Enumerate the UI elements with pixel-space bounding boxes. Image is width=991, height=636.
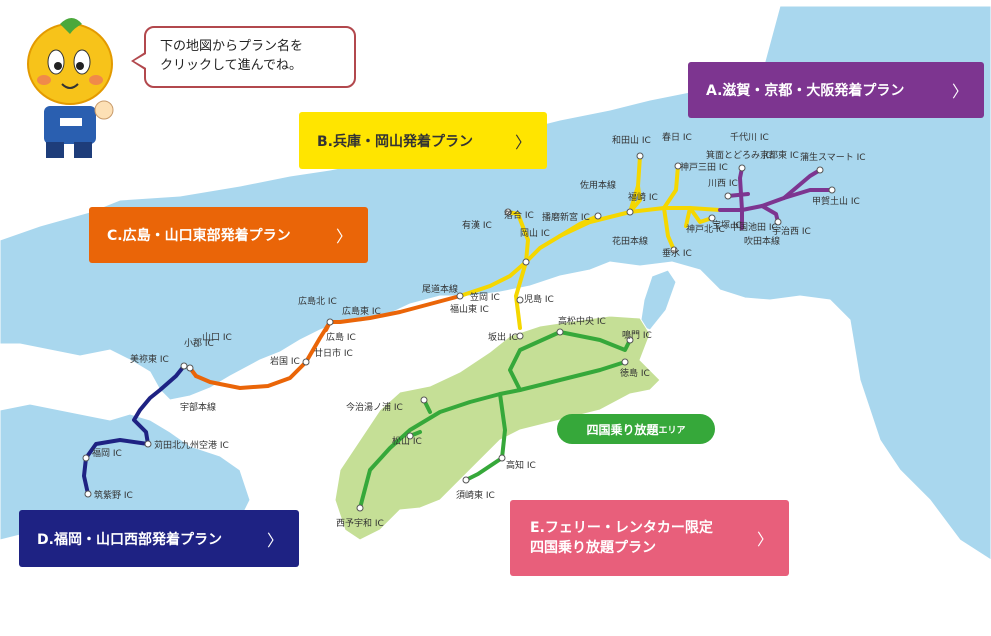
label-suita-honsen: 吹田本線 xyxy=(744,235,780,247)
speech-bubble-line2: クリックして進んでね。 xyxy=(160,58,302,73)
label-wadayama: 和田山 IC xyxy=(612,135,651,146)
label-hanada: 花田本線 xyxy=(612,235,648,247)
chevron-right-icon: 〉 xyxy=(514,132,531,152)
label-tokushima: 徳島 IC xyxy=(620,367,650,379)
label-mino: 箕面とどろみ IC xyxy=(706,149,772,161)
speech-bubble-tail-inner xyxy=(134,54,146,68)
label-hiroshimahigashi: 広島東 IC xyxy=(342,305,381,317)
label-uwajima: 西予宇和 IC xyxy=(336,517,384,529)
label-suita: 中国池田 IC xyxy=(730,221,778,233)
plan-e-button[interactable]: E.フェリー・レンタカー限定 四国乗り放題プラン 〉 xyxy=(510,500,789,576)
label-kasuga: 春日 IC xyxy=(662,131,692,143)
speech-bubble: 下の地図からプラン名を クリックして進んでね。 xyxy=(144,26,356,88)
awaji-land xyxy=(639,269,677,331)
plan-c-button[interactable]: C.広島・山口東部発着プラン 〉 xyxy=(89,207,368,263)
plan-b-label: B.兵庫・岡山発着プラン xyxy=(317,133,473,150)
label-sayo: 佐用本線 xyxy=(580,179,616,191)
ic-markers xyxy=(82,152,836,512)
label-hiroshimakita: 広島北 IC xyxy=(298,295,337,307)
area-badge-small: エリア xyxy=(658,425,686,436)
label-ogori: 小郡 IC xyxy=(184,338,214,349)
plan-e-label: E.フェリー・レンタカー限定 四国乗り放題プラン xyxy=(530,518,713,558)
label-kochi: 高知 IC xyxy=(506,459,536,471)
label-gamo: 蒲生スマート IC xyxy=(800,151,866,163)
label-susaki: 須崎東 IC xyxy=(456,489,495,501)
chevron-right-icon: 〉 xyxy=(266,530,283,550)
shikoku-area-badge: 四国乗り放題エリア xyxy=(557,414,715,444)
plan-e-label-line1: E.フェリー・レンタカー限定 xyxy=(530,520,713,536)
label-hiroshima: 広島 IC xyxy=(326,331,356,343)
label-naruto: 鳴門 IC xyxy=(622,329,652,341)
label-iwakuni: 岩国 IC xyxy=(270,355,300,367)
area-badge-main: 四国乗り放題 xyxy=(586,422,659,437)
plan-b-button[interactable]: B.兵庫・岡山発着プラン 〉 xyxy=(299,112,547,169)
label-kobesanda: 神戸三田 IC xyxy=(680,161,728,173)
chevron-right-icon: 〉 xyxy=(335,227,352,246)
map-labels: 和田山 IC 春日 IC 千代川 IC 箕面とどろみ IC 京都東 IC 蒲生ス… xyxy=(92,131,866,529)
plan-c-label: C.広島・山口東部発着プラン xyxy=(107,228,291,244)
chevron-right-icon: 〉 xyxy=(951,82,968,101)
label-chiyokawa: 千代川 IC xyxy=(730,132,769,143)
label-yamaguchi: 山口 IC xyxy=(202,332,232,343)
plan-e-label-line2: 四国乗り放題プラン xyxy=(530,540,656,556)
label-kojima: 児島 IC xyxy=(524,293,554,305)
label-okayama: 岡山 IC xyxy=(520,228,550,239)
plan-d-button[interactable]: D.福岡・山口西部発着プラン 〉 xyxy=(19,510,299,567)
label-kobutsuki: 甲賀土山 IC xyxy=(812,195,860,207)
mascot-character xyxy=(27,18,114,158)
label-fukuyamahigashi: 福山東 IC xyxy=(450,303,489,315)
label-chikushino: 筑紫野 IC xyxy=(94,489,133,501)
label-ukan: 有漢 IC xyxy=(462,219,492,231)
plan-a-label: A.滋賀・京都・大阪発着プラン xyxy=(706,83,905,99)
label-kanda: 苅田北九州空港 IC xyxy=(154,439,229,451)
speech-bubble-line1: 下の地図からプラン名を xyxy=(160,39,304,54)
shikoku-land xyxy=(334,315,661,541)
label-mine: 美祢東 IC xyxy=(130,353,169,365)
label-sakaide: 坂出 IC xyxy=(488,331,518,343)
label-kyotohigashi: 京都東 IC xyxy=(760,149,799,161)
label-kobenishi: 神戸北 IC xyxy=(686,223,725,235)
label-onomichi: 尾道本線 xyxy=(422,283,458,295)
plan-d-label: D.福岡・山口西部発着プラン xyxy=(37,531,222,548)
label-tarumi: 垂水 IC xyxy=(662,247,692,259)
label-kawanishi: 川西 IC xyxy=(708,178,738,189)
label-kasaoka: 笠岡 IC xyxy=(470,291,500,303)
label-ujinishi: 宇治西 IC xyxy=(772,225,811,237)
label-takarazuka: 宝塚 IC xyxy=(712,219,742,231)
chevron-right-icon: 〉 xyxy=(756,530,773,549)
label-hatsukaichi: 廿日市 IC xyxy=(314,347,353,359)
plan-a-button[interactable]: A.滋賀・京都・大阪発着プラン 〉 xyxy=(688,62,984,118)
label-ube: 宇部本線 xyxy=(180,401,216,413)
route-hyogo-okayama xyxy=(458,154,722,330)
label-imabari: 今治湯ノ浦 IC xyxy=(346,401,403,413)
label-matsuyama: 松山 IC xyxy=(392,435,422,447)
label-takamatsu: 高松中央 IC xyxy=(558,315,606,327)
label-harima: 播磨新宮 IC xyxy=(542,211,590,223)
label-fukusaki: 福崎 IC xyxy=(628,191,658,203)
label-ochiai: 落合 IC xyxy=(504,209,534,221)
label-fukuoka: 福岡 IC xyxy=(92,447,122,459)
